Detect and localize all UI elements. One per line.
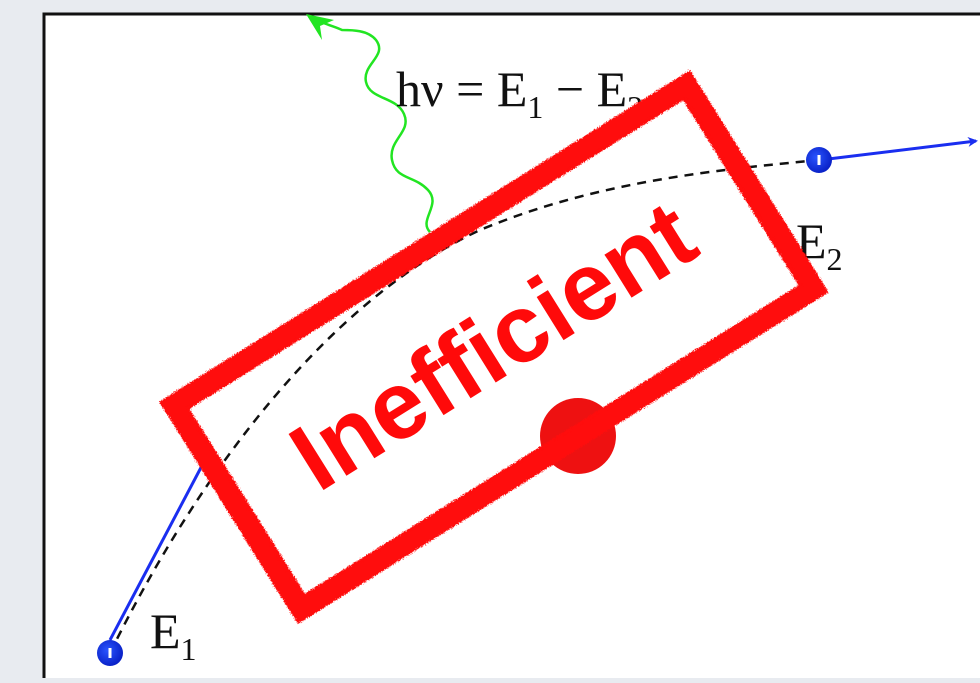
photon-energy-label: hν = E1 − E2 xyxy=(396,61,643,125)
initial-electron xyxy=(97,640,123,666)
electron-minus-sign xyxy=(818,155,821,165)
electron-minus-sign xyxy=(109,648,112,658)
final-electron xyxy=(806,147,832,173)
